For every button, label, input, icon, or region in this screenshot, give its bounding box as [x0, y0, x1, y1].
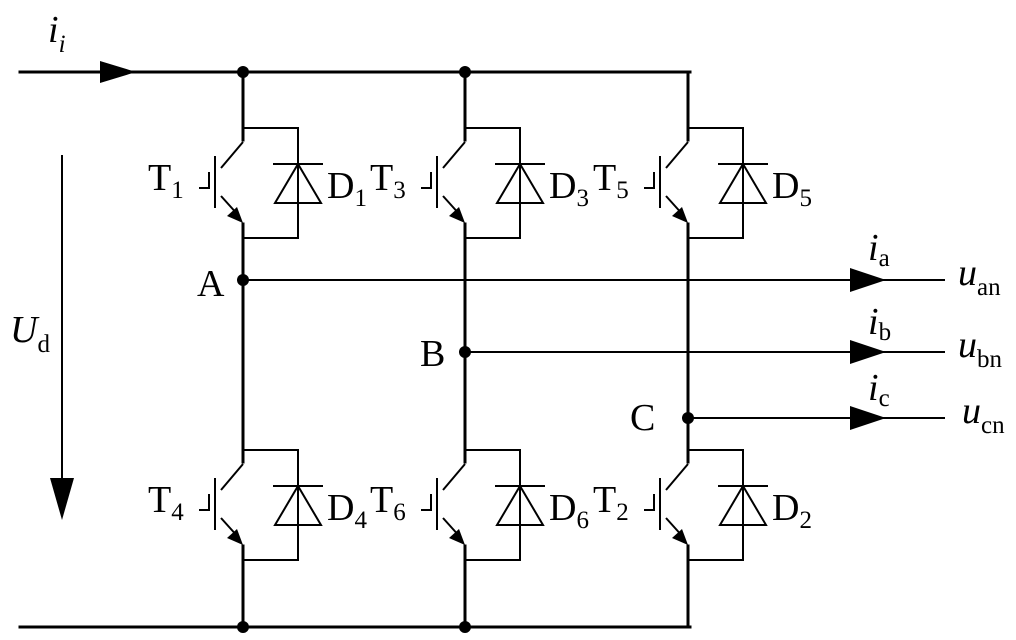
- junction-dot: [237, 66, 249, 78]
- transistor-label: T6: [370, 479, 406, 526]
- output-voltage-label-a: uan: [958, 252, 1001, 301]
- transistor-collector: [443, 142, 465, 168]
- transistor-collector: [221, 142, 243, 168]
- diode-label: D6: [549, 487, 589, 534]
- switch-unit: T6 D6: [370, 442, 589, 568]
- diode-label: D5: [772, 165, 812, 212]
- gate-bracket: [199, 172, 209, 188]
- transistor-label: T5: [593, 157, 629, 204]
- diode-branch: [688, 450, 743, 560]
- diode-branch: [243, 128, 298, 238]
- transistor-label: T4: [148, 479, 184, 526]
- transistor-collector: [666, 464, 688, 490]
- input-current-arrow: [100, 61, 136, 83]
- dc-voltage-label: Ud: [10, 309, 50, 358]
- gate-bracket: [421, 172, 431, 188]
- diode-label: D4: [327, 487, 367, 534]
- diode-label: D2: [772, 487, 812, 534]
- input-current-label: ii: [48, 9, 66, 58]
- output-current-label-b: ib: [868, 301, 891, 346]
- transistor-collector: [221, 464, 243, 490]
- diode-label: D1: [327, 165, 367, 212]
- switch-unit: T4 D4: [148, 442, 367, 568]
- switch-unit: T1 D1: [148, 120, 367, 246]
- output-current-label-c: ic: [868, 367, 890, 412]
- diode-branch: [688, 128, 743, 238]
- node-a-label: A: [197, 263, 225, 305]
- diode-branch: [243, 450, 298, 560]
- transistor-collector: [443, 464, 465, 490]
- gate-bracket: [644, 172, 654, 188]
- junction-dot: [459, 621, 471, 633]
- gate-bracket: [199, 494, 209, 510]
- gate-bracket: [421, 494, 431, 510]
- switch-unit: T5 D5: [593, 120, 812, 246]
- diode-branch: [465, 450, 520, 560]
- transistor-label: T3: [370, 157, 406, 204]
- diode-label: D3: [549, 165, 589, 212]
- output-current-label-a: ia: [868, 227, 890, 272]
- output-voltage-label-b: ubn: [958, 324, 1003, 373]
- junction-dot: [459, 66, 471, 78]
- switch-units: T1 D1T3 D3T5 D5T4 D4T6 D6T2 D2: [148, 120, 812, 568]
- diode-branch: [465, 128, 520, 238]
- transistor-label: T1: [148, 157, 184, 204]
- dc-voltage-arrowhead: [50, 478, 74, 520]
- node-c-label: C: [630, 397, 655, 439]
- junction-dot: [237, 621, 249, 633]
- switch-unit: T2 D2: [593, 442, 812, 568]
- transistor-label: T2: [593, 479, 629, 526]
- switch-unit: T3 D3: [370, 120, 589, 246]
- node-b-label: B: [420, 333, 445, 375]
- output-voltage-label-c: ucn: [962, 390, 1005, 439]
- gate-bracket: [644, 494, 654, 510]
- transistor-collector: [666, 142, 688, 168]
